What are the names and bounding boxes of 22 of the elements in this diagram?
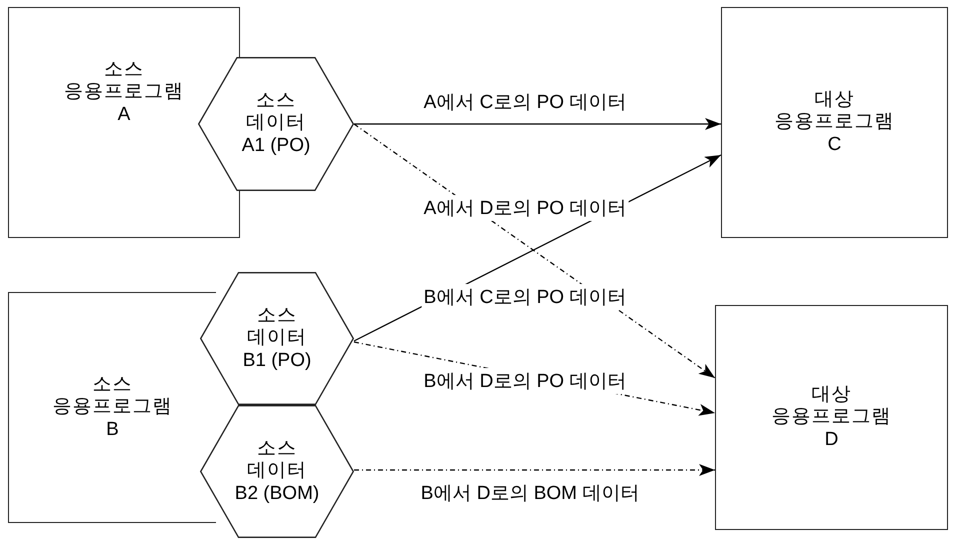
application-box — [715, 305, 948, 530]
node-title: 대상 응용프로그램 — [774, 88, 894, 132]
node-title: 소스 데이터 — [247, 304, 307, 348]
data-hexagon — [200, 272, 354, 405]
node-id: D — [824, 428, 838, 452]
node-title: 대상 응용프로그램 — [772, 384, 892, 428]
node-id: B2 (BOM) — [234, 482, 320, 506]
application-box — [721, 7, 948, 238]
node-title: 소스 데이터 — [246, 90, 306, 134]
node-title: 소스 응용프로그램 — [64, 58, 184, 102]
node-id: A1 (PO) — [242, 134, 310, 158]
data-hexagon — [200, 405, 354, 538]
arrow — [354, 464, 715, 476]
data-hexagon — [198, 57, 354, 191]
node-title: 소스 응용프로그램 — [52, 374, 172, 418]
node-id: C — [828, 132, 842, 156]
node-id: B — [106, 418, 119, 442]
arrow — [354, 118, 721, 130]
node-id: B1 (PO) — [242, 348, 312, 372]
node-id: A — [118, 102, 130, 126]
edge-label: A에서 D로의 PO 데이터 — [422, 195, 628, 221]
node-title: 소스 데이터 — [247, 438, 307, 482]
